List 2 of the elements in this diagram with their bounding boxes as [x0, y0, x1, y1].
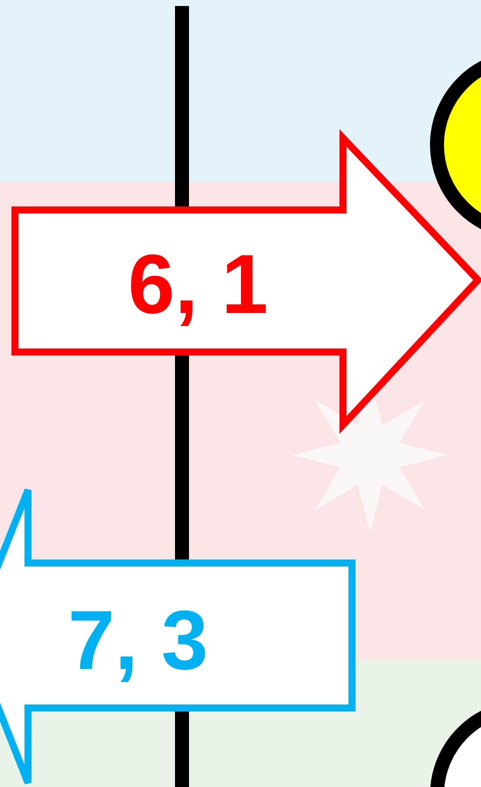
- arrow-label: 6, 1: [128, 242, 268, 326]
- arrow-label: 7, 3: [68, 598, 208, 682]
